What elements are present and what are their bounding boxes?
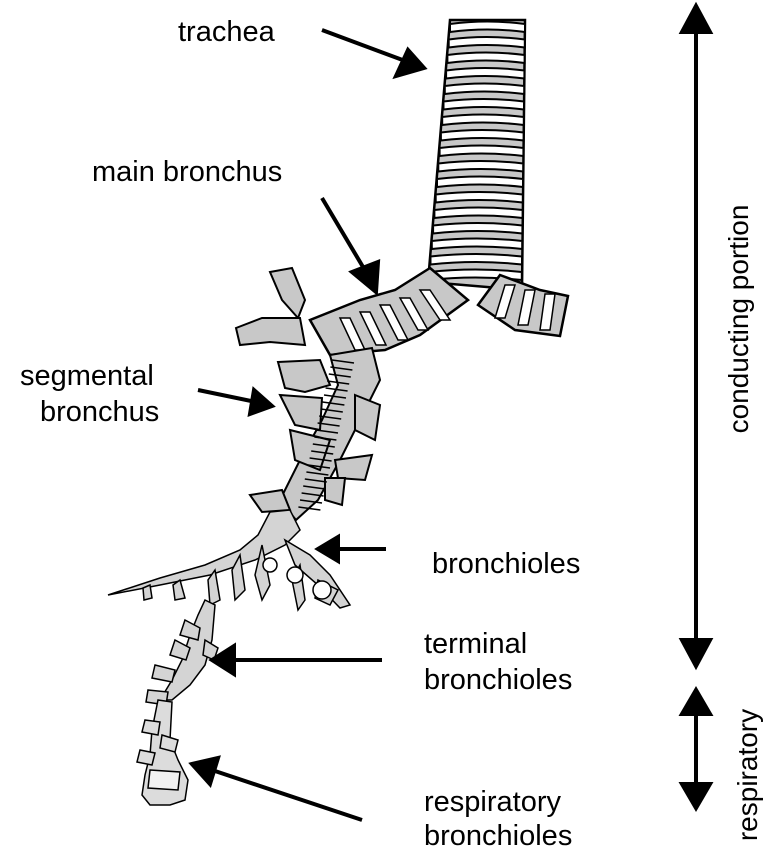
arrowhead-trachea: [396, 50, 424, 76]
main-bronchus: [310, 268, 568, 355]
respiratory-bottom-arrowhead: [682, 784, 710, 808]
conducting-bottom-arrowhead: [682, 640, 710, 666]
trachea-ring: [444, 99, 525, 110]
trachea-ring: [446, 68, 524, 79]
label-segmental-bronchus-line2: bronchus: [40, 396, 159, 429]
arrowhead-bronchioles: [318, 537, 338, 561]
label-segmental-bronchus-line1: segmental: [20, 360, 154, 393]
label-terminal-bronchioles-line1: terminal: [424, 628, 527, 661]
trachea-ring: [436, 192, 523, 203]
label-respiratory-bronchioles-line1: respiratory: [424, 786, 561, 819]
trachea-ring: [450, 22, 525, 33]
label-main-bronchus: main bronchus: [92, 156, 282, 189]
trachea-ring: [441, 130, 524, 141]
trachea-ring: [433, 223, 522, 234]
terminal-bronchioles-branch: [146, 600, 218, 705]
label-terminal-bronchioles-line2: bronchioles: [424, 664, 572, 697]
trachea-ring: [438, 161, 523, 172]
arrow-trachea: [322, 30, 408, 62]
arrow-main-bronchus: [322, 198, 366, 272]
bronchioles-branches: [108, 510, 350, 610]
arrowhead-respiratory-bronchioles: [192, 758, 218, 784]
label-conducting-portion: conducting portion: [723, 179, 757, 459]
arrowhead-main-bronchus: [352, 262, 378, 292]
trachea-ring: [431, 254, 523, 265]
trachea-ring: [449, 37, 525, 48]
arrow-segmental-bronchus: [198, 390, 256, 402]
trachea-ring: [445, 84, 524, 95]
trachea-ring: [434, 208, 522, 219]
region-arrows: [682, 6, 710, 808]
trachea-ring: [447, 53, 524, 64]
label-bronchioles: bronchioles: [432, 548, 580, 581]
trachea-ring: [432, 239, 522, 250]
respiratory-top-arrowhead: [682, 690, 710, 714]
label-respiratory-bronchioles-line2: bronchioles: [424, 820, 572, 852]
conducting-top-arrowhead: [682, 6, 710, 32]
trachea-tube: [428, 20, 525, 290]
trachea-rings: [429, 22, 525, 281]
arrow-respiratory-bronchioles: [212, 770, 362, 820]
trachea-ring: [437, 177, 523, 188]
label-respiratory-region: respiratory: [732, 700, 766, 850]
trachea-ring: [442, 115, 524, 126]
arrowhead-segmental-bronchus: [250, 390, 272, 414]
respiratory-bronchioles-branch: [137, 700, 188, 805]
trachea-ring: [440, 146, 524, 157]
label-trachea: trachea: [178, 16, 275, 49]
